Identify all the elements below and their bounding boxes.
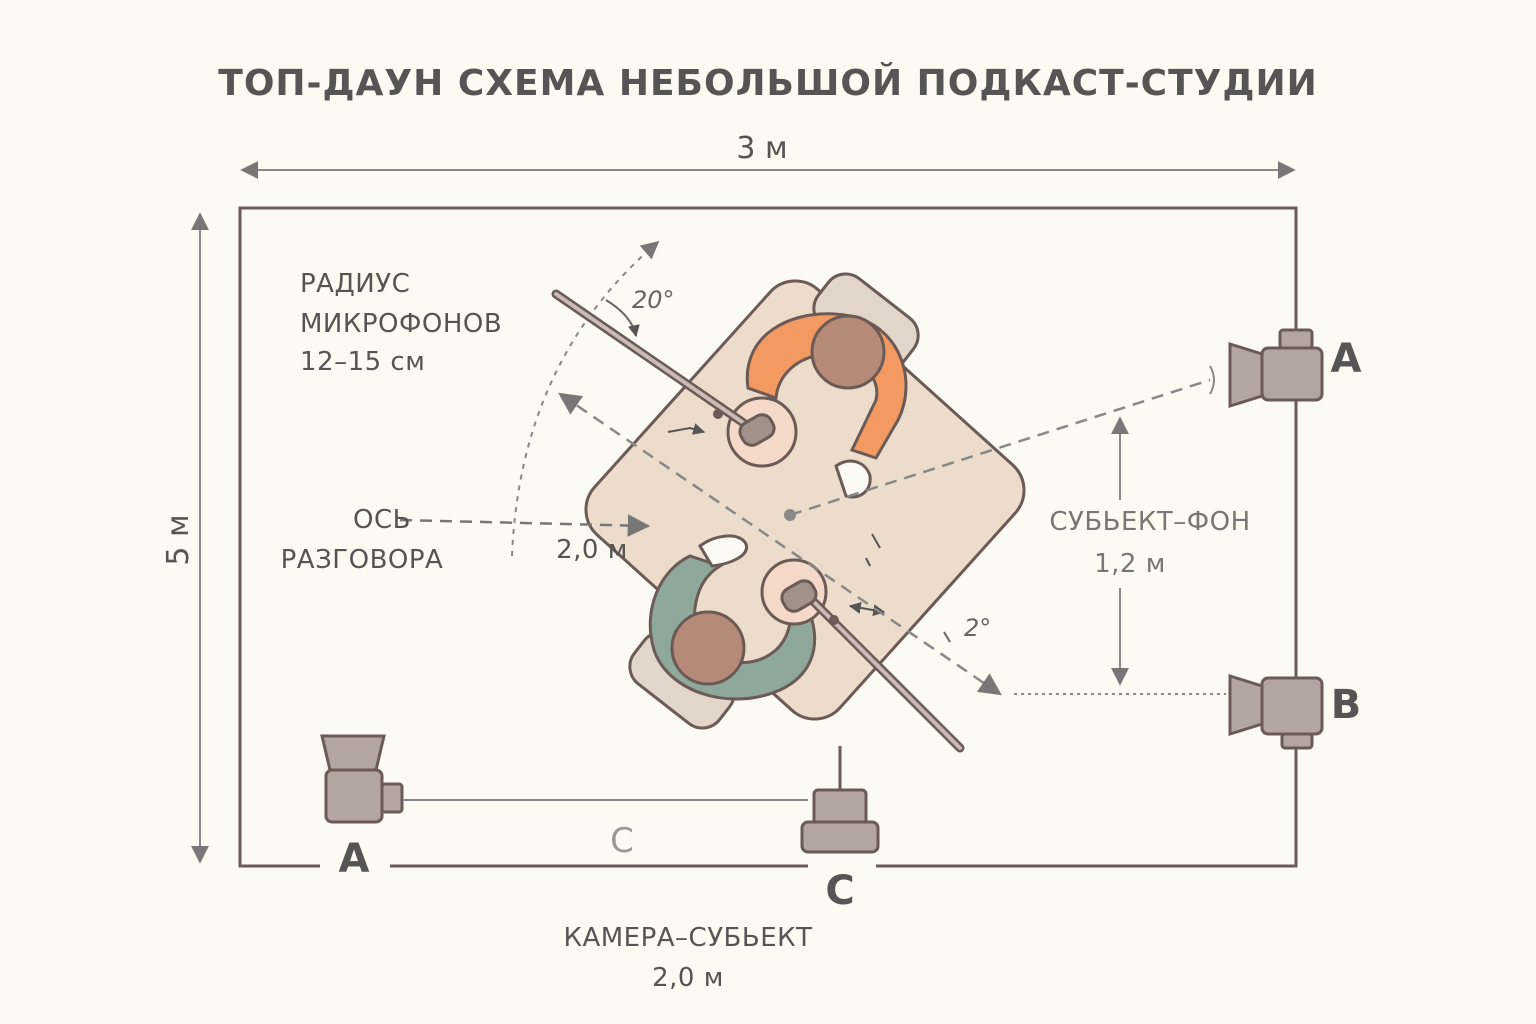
conversation-axis-line1: ОСЬ <box>353 505 411 535</box>
camera-a-right-label: A <box>1331 336 1362 382</box>
head-top <box>810 314 886 390</box>
mic-radius-line1: РАДИУС <box>300 269 410 299</box>
width-label: 3 м <box>736 131 787 166</box>
camera-subject-line1: КАМЕРА–СУБЬЕКТ <box>563 923 812 953</box>
subject-background-line1: СУБЬЕКТ–ФОН <box>1049 507 1250 537</box>
camera-a-right <box>1228 328 1324 409</box>
camera-c-bottom-label: C <box>825 868 854 914</box>
angle-top-label: 20° <box>632 286 675 314</box>
camera-a-bottom <box>320 734 404 824</box>
conversation-axis-line <box>558 392 1002 696</box>
camera-a-sightline <box>789 378 1211 517</box>
height-label: 5 м <box>161 514 196 565</box>
mic-radius-line2: МИКРОФОНОВ <box>300 309 502 339</box>
conversation-axis-line2: РАЗГОВОРА <box>281 545 444 575</box>
diagram-title: ТОП-ДАУН СХЕМА НЕБОЛЬШОЙ ПОДКАСТ-СТУДИИ <box>218 62 1317 104</box>
camera-b-right <box>1228 673 1324 750</box>
camera-b-right-label: B <box>1331 682 1362 728</box>
mic-radius-line3: 12–15 см <box>300 347 425 377</box>
axis-distance-label: 2,0 м <box>556 535 628 565</box>
subject-background-line2: 1,2 м <box>1094 549 1166 579</box>
mic-arc <box>511 240 660 557</box>
width-dimension: 3 м <box>240 131 1296 179</box>
camera-subject-line2: 2,0 м <box>652 963 724 993</box>
angle-bottom-label: 2° <box>964 614 991 642</box>
height-dimension: 5 м <box>161 212 209 864</box>
camera-line-label: C <box>610 821 634 861</box>
room-outline <box>238 206 1298 868</box>
camera-a-bottom-label: A <box>339 836 370 882</box>
camera-c-bottom <box>800 746 880 854</box>
head-bottom <box>670 610 746 686</box>
